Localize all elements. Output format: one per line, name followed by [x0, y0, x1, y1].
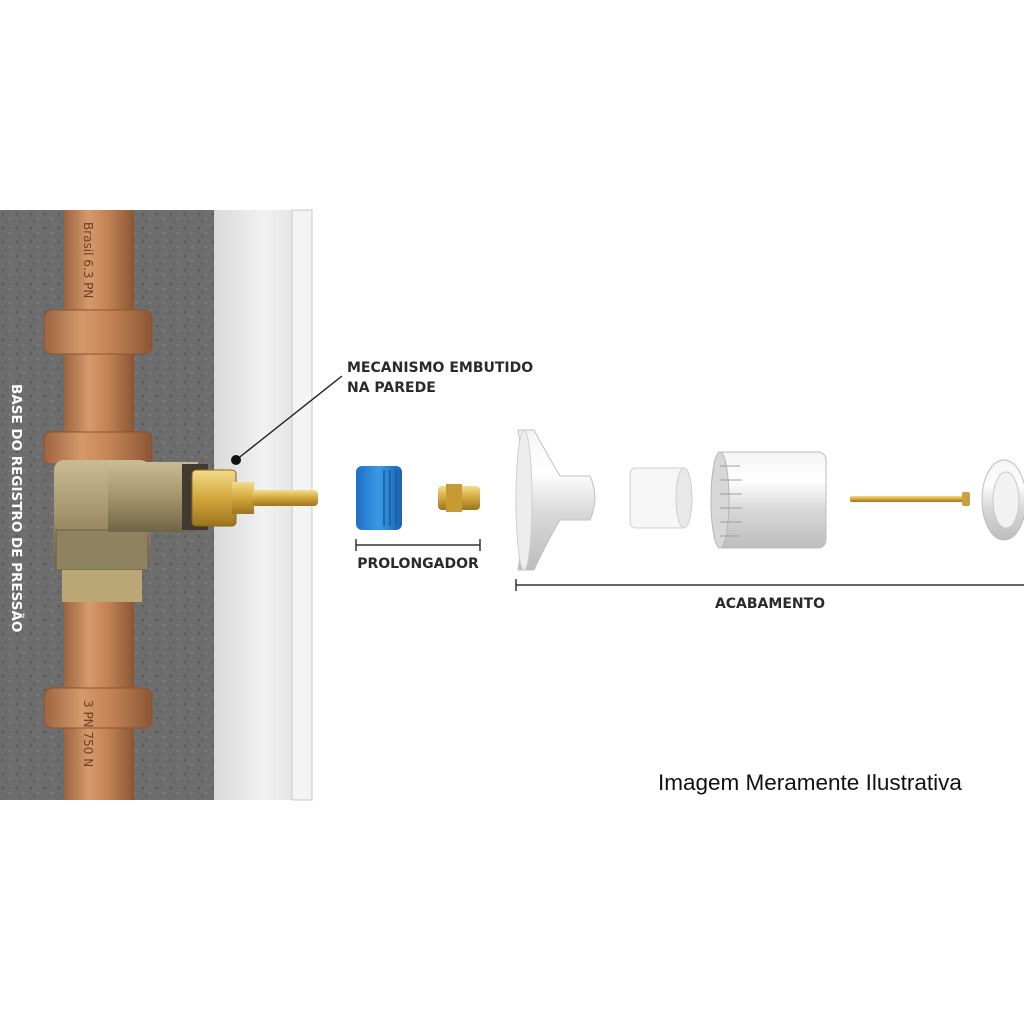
tee-thread-lower	[62, 570, 142, 602]
finish-parts: ACABAMENTO	[516, 430, 1024, 612]
extension-label: PROLONGADOR	[357, 556, 479, 572]
pipe-print-top: Brasil 6.3 PN	[81, 222, 95, 298]
chrome-cap-inner	[993, 472, 1019, 528]
callout-line-2: NA PAREDE	[347, 380, 436, 396]
brass-screw	[850, 496, 968, 502]
finish-label: ACABAMENTO	[715, 596, 825, 612]
extension-bracket	[356, 539, 480, 551]
illustrative-caption: Imagem Meramente Ilustrativa	[658, 770, 1024, 796]
brass-screw-head	[962, 492, 970, 506]
pipe-collar-bottom	[44, 688, 152, 728]
side-label-base: BASE DO REGISTRO DE PRESSÃO	[8, 384, 25, 632]
tee-hex-nut	[56, 530, 148, 570]
white-sleeve-face	[676, 468, 692, 528]
valve-brass-stem	[252, 490, 318, 506]
finish-bracket	[516, 579, 1024, 591]
callout-line-1: MECANISMO EMBUTIDO	[347, 360, 533, 376]
pipe-print-bottom: 3 PN 750 N	[81, 700, 95, 767]
valve-brass-stem-base	[232, 482, 254, 514]
blue-adapter	[356, 466, 402, 530]
pipe-collar-mid	[44, 432, 152, 464]
valve-brass-nut	[192, 470, 236, 526]
extension-parts: PROLONGADOR	[356, 466, 480, 572]
pipe-collar-top	[44, 310, 152, 354]
escutcheon-rim	[516, 430, 532, 570]
brass-extension-hex	[446, 484, 462, 512]
callout-dot	[231, 455, 241, 465]
